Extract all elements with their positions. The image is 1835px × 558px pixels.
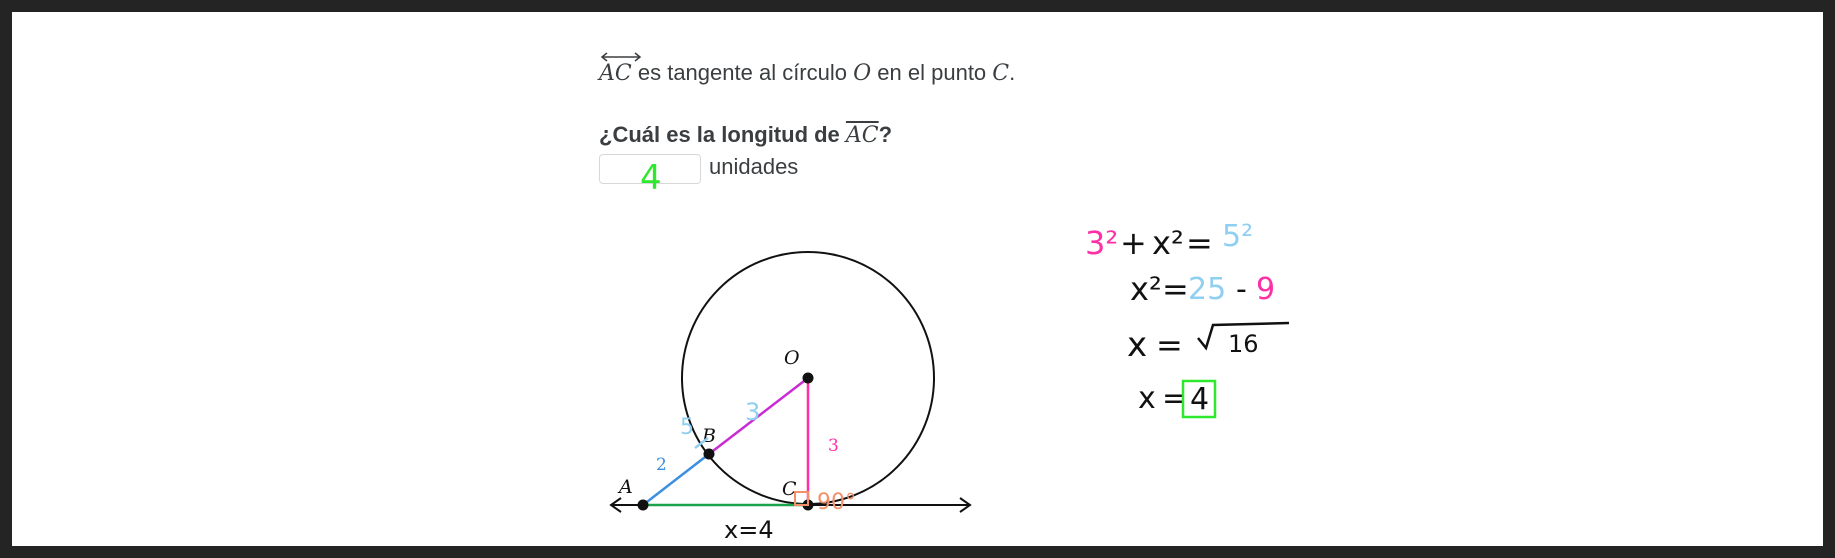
right-angle-ink [794, 491, 809, 506]
eq4-four: 4 [1190, 382, 1209, 417]
eq1-plus: + [1120, 224, 1147, 262]
label-b: B [701, 425, 716, 447]
question-text: ¿Cuál es la longitud de [599, 122, 840, 147]
point-label: C [992, 61, 1010, 86]
label-c: C [782, 478, 797, 500]
point-b [703, 448, 715, 460]
eq2-nine: 9 [1256, 272, 1275, 307]
eq2-equals: = [1162, 270, 1189, 308]
work-equations: 3² + x² = 5² x² = 25 - 9 x = 16 x = 4 [1085, 219, 1290, 419]
problem-line-1: AC es tangente al círculo O en el punto … [599, 52, 1016, 86]
eq3-sixteen: 16 [1228, 330, 1259, 358]
answer-input[interactable] [599, 154, 701, 184]
left-arrow-icon [609, 497, 622, 513]
eq2-twenty-five: 25 [1188, 272, 1226, 307]
eq1-equals: = [1186, 224, 1213, 262]
eq4-x: x [1138, 381, 1156, 416]
secant-tick-ink [694, 437, 709, 449]
label-a: A [617, 476, 633, 498]
sqrt-icon [1197, 321, 1290, 351]
diagram-annotations: 3 5 90° x=4 [680, 398, 856, 544]
length-ab: 2 [656, 455, 667, 475]
drawing-layer: 4 O A B C 2 3 3 5 90° [609, 158, 1290, 544]
line-ac-label: AC [599, 61, 632, 86]
double-arrow-icon [600, 52, 642, 62]
right-arrow-icon [959, 497, 972, 513]
length-oc: 3 [828, 436, 839, 456]
answer-ink: 4 [640, 158, 662, 198]
secant-total-ink: 5 [680, 415, 694, 440]
canvas: AC es tangente al círculo O en el punto … [12, 12, 1823, 546]
period: . [1009, 60, 1016, 85]
point-o [802, 372, 814, 384]
question-mark: ? [878, 122, 893, 147]
segment-ac-label: AC [845, 123, 879, 148]
question: ¿Cuál es la longitud de AC? [599, 122, 892, 148]
tangent-x-ink: x=4 [724, 516, 774, 544]
point-a [637, 499, 649, 511]
circle-label: O [853, 61, 872, 86]
radius-ob-ink: 3 [745, 398, 760, 426]
answer-box-ink [1181, 379, 1217, 419]
point-text: en el punto [877, 60, 987, 85]
eq3-equals: = [1156, 326, 1183, 364]
eq1-five-squared: 5² [1222, 219, 1253, 254]
segment-ab [642, 453, 710, 506]
eq3-x: x [1127, 325, 1147, 365]
eq2-x-squared: x² [1130, 270, 1162, 308]
geometry-diagram: O A B C 2 3 [609, 251, 972, 513]
segment-bo [708, 377, 809, 455]
eq1-x-squared: x² [1152, 224, 1184, 262]
eq1-three-squared: 3² [1085, 224, 1118, 262]
angle-90-ink: 90° [817, 490, 856, 515]
eq2-minus: - [1236, 272, 1247, 307]
tangent-text: es tangente al círculo [637, 60, 847, 85]
label-o: O [784, 347, 800, 369]
line-ac-symbol: AC [599, 52, 642, 86]
units-label: unidades [709, 154, 799, 179]
